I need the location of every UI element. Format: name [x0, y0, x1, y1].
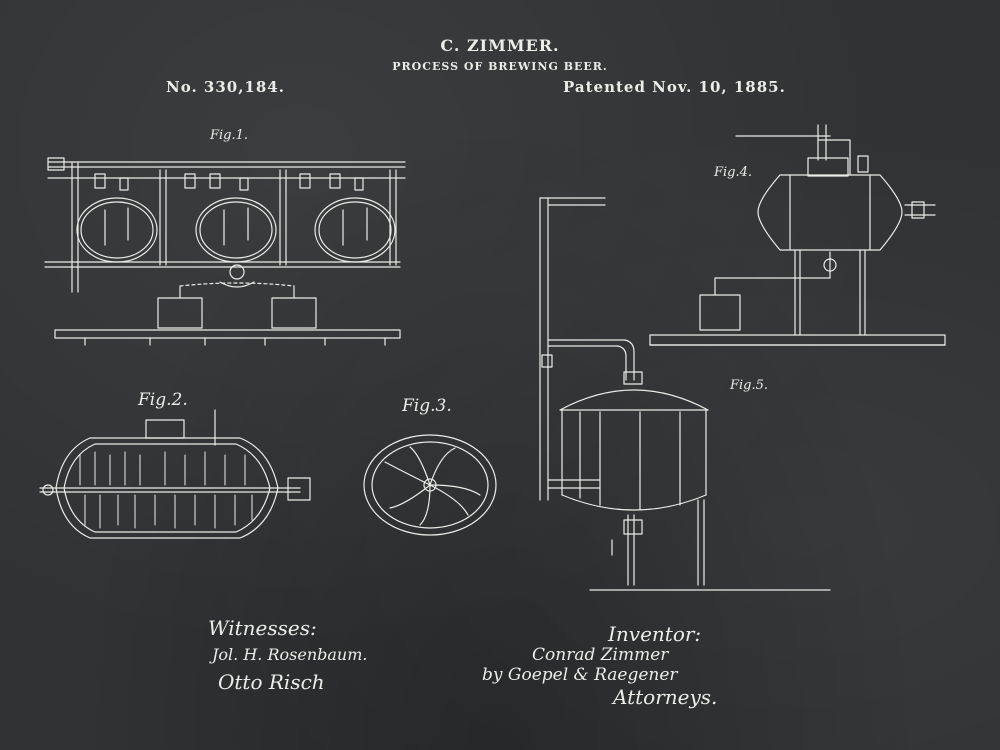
witness-1-signature: Jol. H. Rosenbaum. [212, 645, 368, 664]
inventor-signature: Conrad Zimmer [532, 645, 669, 665]
fig1-drawing [45, 158, 405, 345]
fig3-label: Fig.3. [402, 396, 452, 416]
fig1-label: Fig.1. [210, 128, 249, 143]
patent-date: Patented Nov. 10, 1885. [563, 78, 786, 96]
witness-2-signature: Otto Risch [218, 670, 325, 694]
fig4-label: Fig.4. [714, 165, 753, 180]
attorneys-label: Attorneys. [613, 685, 718, 709]
witnesses-label: Witnesses: [208, 616, 317, 640]
patent-subtitle: PROCESS OF BREWING BEER. [392, 60, 608, 73]
fig2-label: Fig.2. [138, 390, 188, 410]
fig2-drawing [40, 410, 310, 538]
patent-number: No. 330,184. [166, 78, 285, 96]
fig5-drawing [540, 198, 830, 590]
attorneys-signature: by Goepel & Raegener [482, 665, 678, 685]
patent-title: C. ZIMMER. [440, 36, 560, 55]
fig5-label: Fig.5. [730, 378, 769, 393]
fig3-drawing [364, 435, 496, 535]
fig4-drawing [650, 125, 945, 345]
inventor-label: Inventor: [608, 622, 702, 646]
